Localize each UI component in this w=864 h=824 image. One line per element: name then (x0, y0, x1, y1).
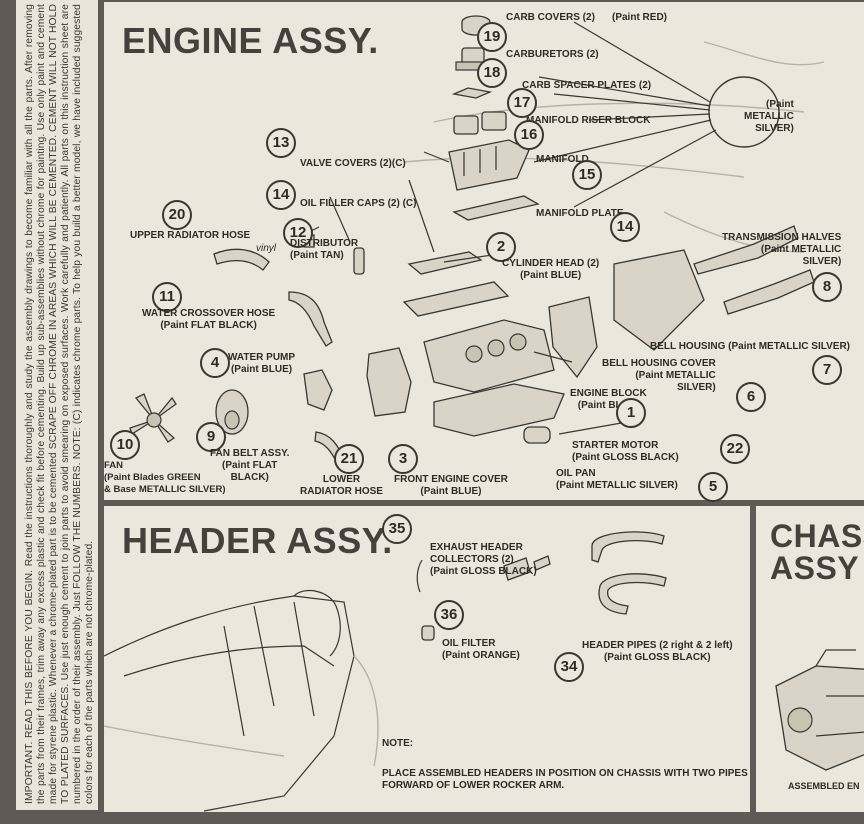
note-label: NOTE: (382, 738, 414, 749)
step-12: 12 (283, 218, 313, 248)
label-cylinder-head: CYLINDER HEAD (2) (Paint BLUE) (502, 258, 600, 281)
step-7: 7 (812, 355, 842, 385)
label-paint-silver: (Paint METALLIC SILVER) (744, 99, 794, 134)
step-21: 21 (334, 444, 364, 474)
chassis-caption: ASSEMBLED EN (788, 781, 860, 791)
step-19: 19 (477, 22, 507, 52)
step-4: 4 (200, 348, 230, 378)
note-text: PLACE ASSEMBLED HEADERS IN POSITION ON C… (382, 768, 748, 791)
label-valve-covers: VALVE COVERS (2)(C) (300, 158, 406, 169)
label-header-pipes: HEADER PIPES (2 right & 2 left) (Paint G… (582, 640, 733, 663)
step-10: 10 (110, 430, 140, 460)
label-collectors: EXHAUST HEADER COLLECTORS (2) (Paint GLO… (430, 542, 537, 577)
label-manifold-plate: MANIFOLD PLATE (536, 208, 624, 219)
label-front-cover: FRONT ENGINE COVER (Paint BLUE) (394, 474, 508, 497)
instruction-strip: IMPORTANT. READ THIS BEFORE YOU BEGIN. R… (16, 0, 98, 810)
label-fan-belt: FAN BELT ASSY. (Paint FLAT BLACK) (210, 448, 290, 483)
label-oil-filter: OIL FILTER (Paint ORANGE) (442, 638, 520, 661)
label-oil-pan: OIL PAN (Paint METALLIC SILVER) (556, 468, 678, 491)
step-9: 9 (196, 422, 226, 452)
engine-title: ENGINE ASSY. (122, 20, 379, 61)
instructions-text: IMPORTANT. READ THIS BEFORE YOU BEGIN. R… (24, 4, 95, 804)
label-riser: MANIFOLD RISER BLOCK (526, 115, 651, 126)
header-parts-drawing (104, 531, 667, 812)
engine-assy-panel: ENGINE ASSY. CARB COVERS (2) (Paint RED)… (104, 2, 864, 502)
label-bell-housing: BELL HOUSING (Paint METALLIC SILVER) (650, 341, 850, 352)
chassis-assy-panel: CHASS ASSY ASSEMBLED EN (756, 506, 864, 812)
step-6: 6 (736, 382, 766, 412)
label-bell-housing-cover: BELL HOUSING COVER (Paint METALLIC SILVE… (602, 358, 716, 393)
step-22: 22 (720, 434, 750, 464)
step-20: 20 (162, 200, 192, 230)
label-carb-spacer: CARB SPACER PLATES (2) (522, 80, 652, 91)
label-manifold: MANIFOLD (536, 154, 589, 165)
chassis-engine-drawing (775, 649, 864, 771)
label-upper-hose: UPPER RADIATOR HOSE (130, 230, 251, 241)
step-17: 17 (507, 88, 537, 118)
step-35: 35 (382, 514, 412, 544)
label-water-pump: WATER PUMP (Paint BLUE) (228, 352, 296, 375)
header-assy-panel: HEADER ASSY. 35 EXHAUST HEADER COLLECTOR… (104, 506, 750, 812)
step-14a: 14 (610, 212, 640, 242)
header-title: HEADER ASSY. (122, 520, 393, 561)
label-transmission-halves: TRANSMISSION HALVES (Paint METALLIC SILV… (722, 232, 842, 267)
step-15: 15 (572, 160, 602, 190)
step-5: 5 (698, 472, 728, 502)
engine-parts-drawing (129, 15, 825, 464)
label-starter: STARTER MOTOR (Paint GLOSS BLACK) (572, 440, 679, 463)
step-16: 16 (514, 120, 544, 150)
label-vinyl: vinyl (256, 243, 277, 254)
step-11: 11 (152, 282, 182, 312)
label-lower-hose: LOWER RADIATOR HOSE (300, 474, 383, 497)
step-14b: 14 (266, 180, 296, 210)
label-carb-covers-paint: (Paint RED) (612, 12, 667, 23)
step-3: 3 (388, 444, 418, 474)
label-oil-filler: OIL FILLER CAPS (2) (C) (300, 198, 417, 209)
step-8: 8 (812, 272, 842, 302)
step-13: 13 (266, 128, 296, 158)
step-34: 34 (554, 652, 584, 682)
step-1: 1 (616, 398, 646, 428)
label-water-crossover: WATER CROSSOVER HOSE (Paint FLAT BLACK) (142, 308, 276, 331)
label-distributor: DISTRIBUTOR (Paint TAN) (290, 238, 359, 261)
chassis-title: CHASS ASSY (770, 518, 864, 586)
step-2: 2 (486, 232, 516, 262)
step-36: 36 (434, 600, 464, 630)
label-fan: FAN (Paint Blades GREEN & Base METALLIC … (104, 460, 226, 495)
label-carburetors: CARBURETORS (2) (506, 49, 599, 60)
label-carb-covers: CARB COVERS (2) (506, 12, 595, 23)
step-18: 18 (477, 58, 507, 88)
